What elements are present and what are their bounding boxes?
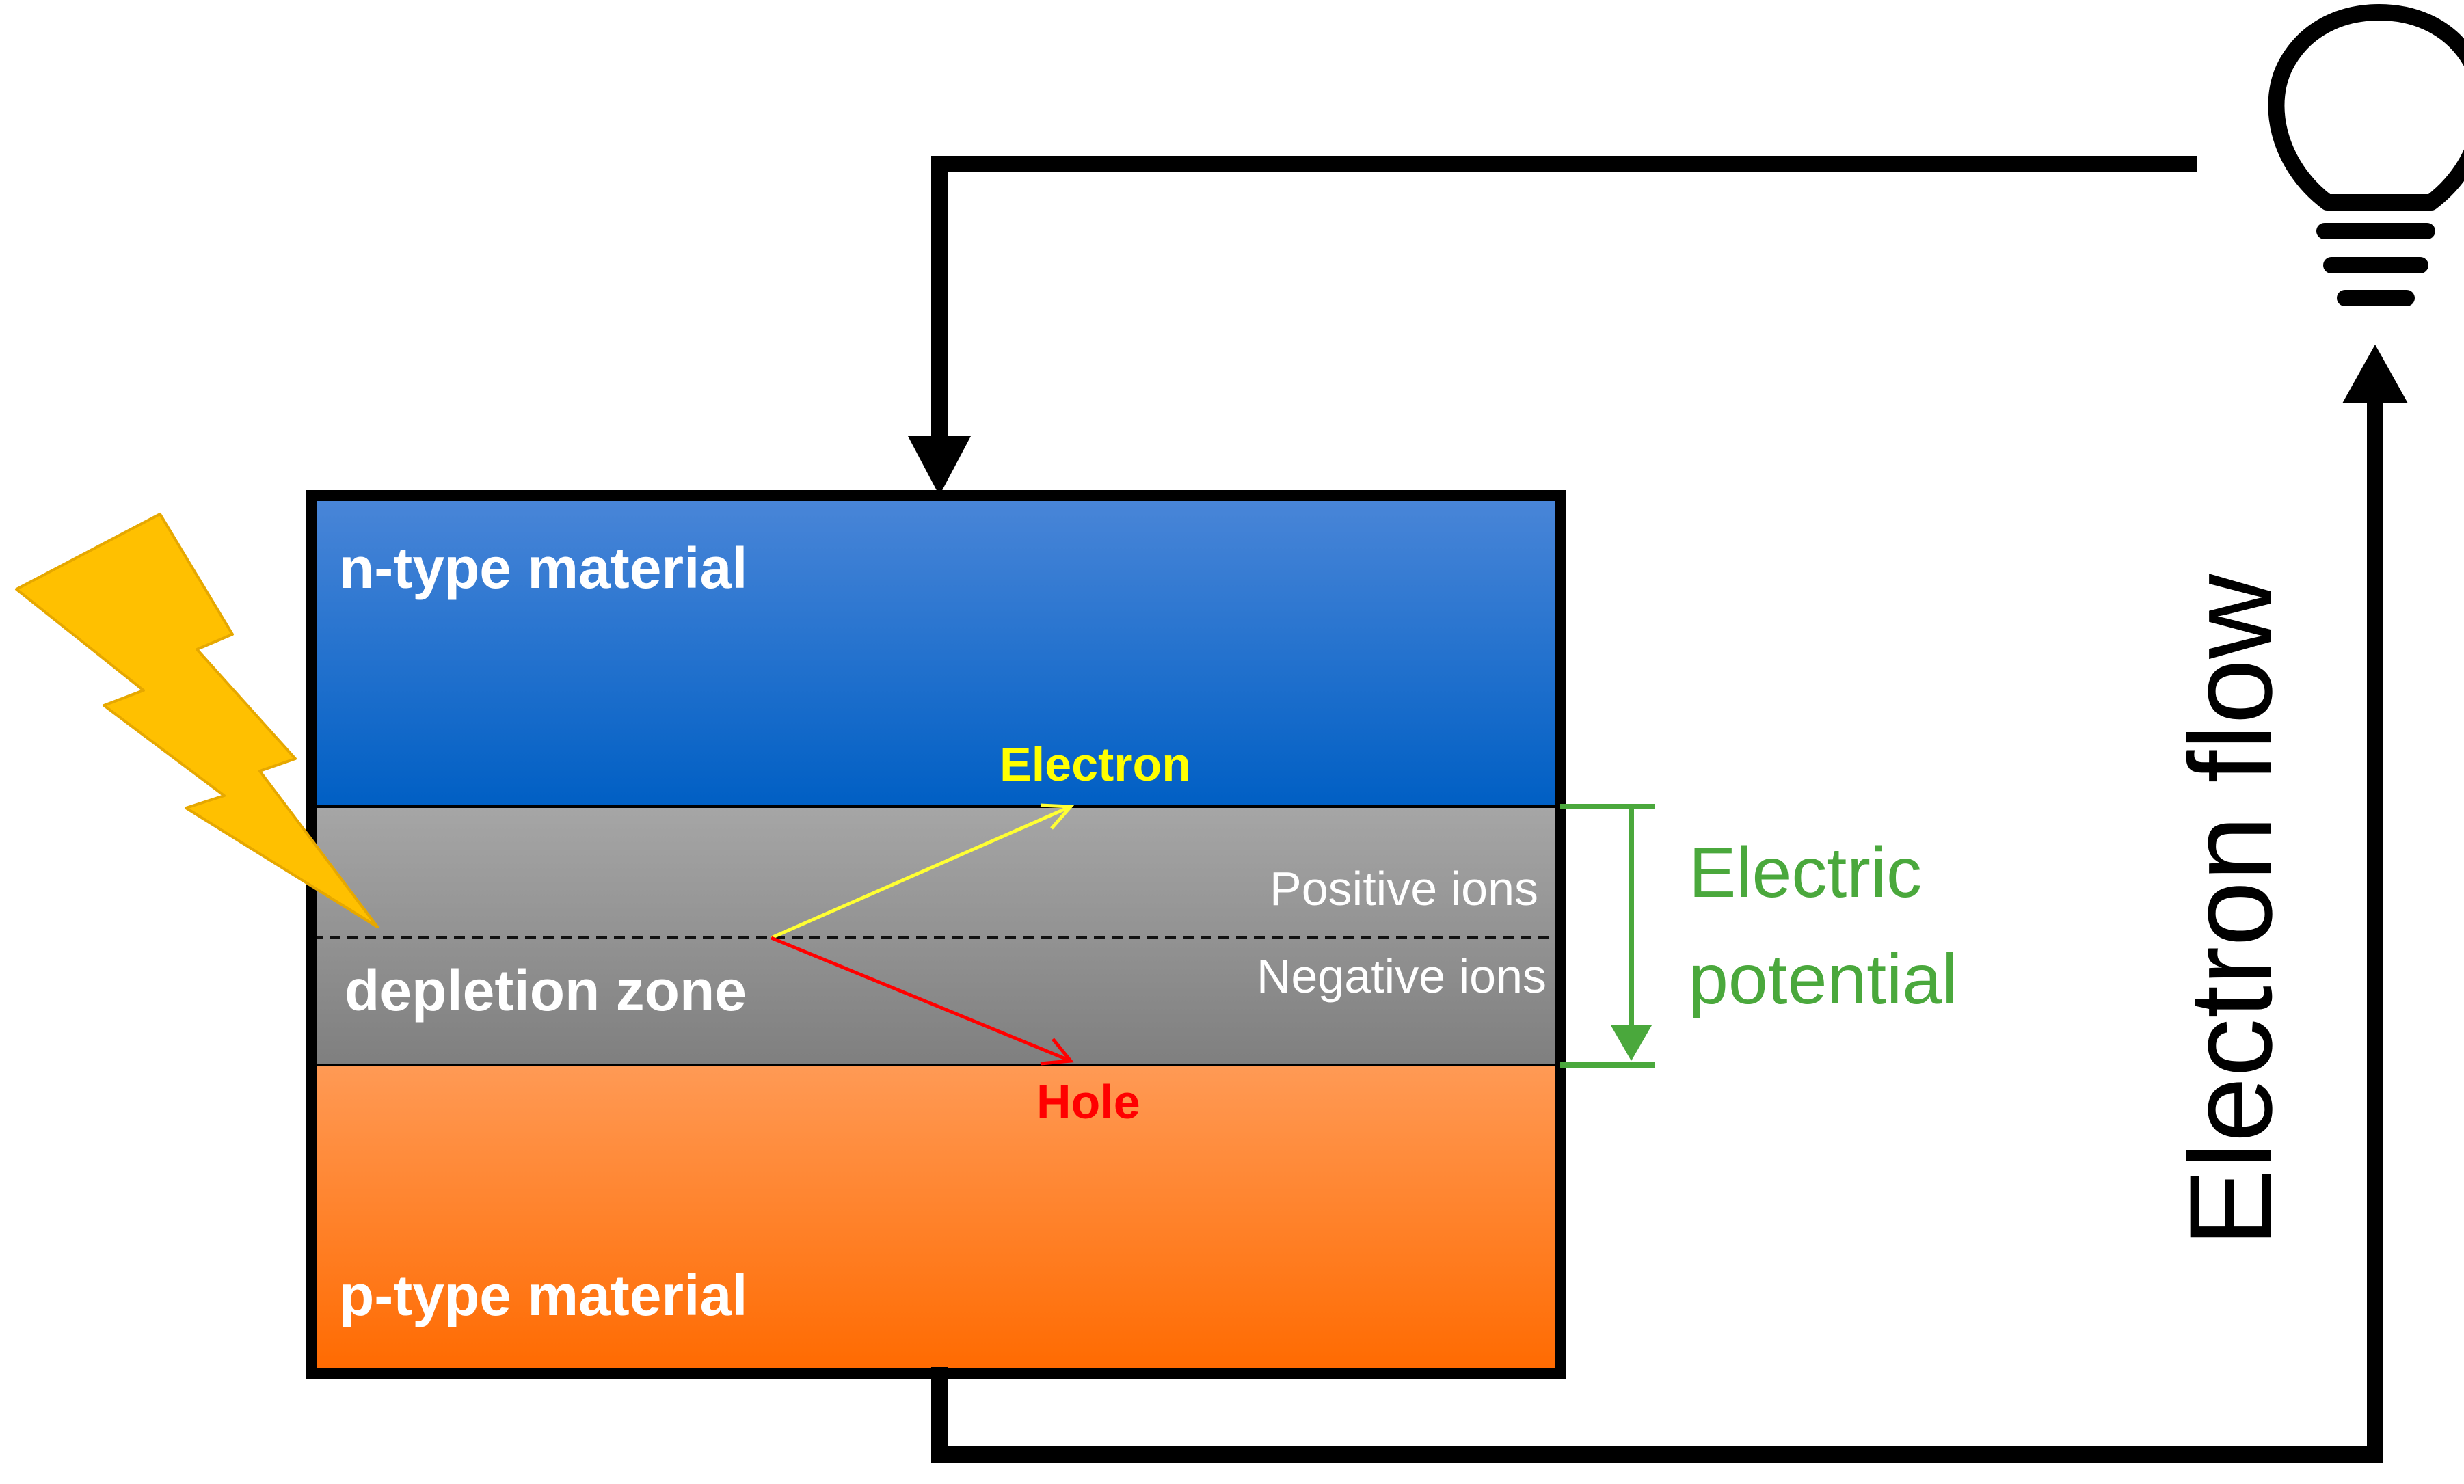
hole-label: Hole bbox=[1036, 1075, 1140, 1129]
hole-arrow bbox=[771, 936, 1074, 1066]
n-type-label: n-type material bbox=[339, 536, 748, 600]
electron-flow-label: Electron flow bbox=[2165, 574, 2296, 1247]
positive-ions-label: Positive ions bbox=[1270, 862, 1538, 915]
electric-potential-label: Electric potential bbox=[1689, 833, 1957, 1019]
wire-top bbox=[931, 156, 2197, 451]
depletion-zone-label: depletion zone bbox=[345, 958, 747, 1023]
wire-bottom bbox=[931, 396, 2383, 1463]
electric-potential-line1: Electric bbox=[1689, 833, 1922, 913]
n-type-layer bbox=[312, 496, 1560, 807]
negative-ions-label: Negative ions bbox=[1257, 949, 1546, 1003]
light-bulb-icon bbox=[2268, 4, 2464, 306]
electron-label: Electron bbox=[1000, 738, 1191, 791]
electric-potential-bracket bbox=[1560, 804, 1655, 1068]
wire-bottom-arrowhead bbox=[2342, 345, 2408, 403]
electric-potential-line2: potential bbox=[1689, 940, 1957, 1019]
depletion-layer bbox=[312, 807, 1560, 1065]
p-type-label: p-type material bbox=[339, 1263, 748, 1327]
lightning-bolt-icon bbox=[15, 513, 379, 928]
electric-potential-arrowhead bbox=[1611, 1025, 1652, 1061]
wire-top-arrowhead bbox=[908, 436, 971, 496]
electron-arrow bbox=[770, 803, 1075, 940]
p-type-layer bbox=[312, 1065, 1560, 1373]
